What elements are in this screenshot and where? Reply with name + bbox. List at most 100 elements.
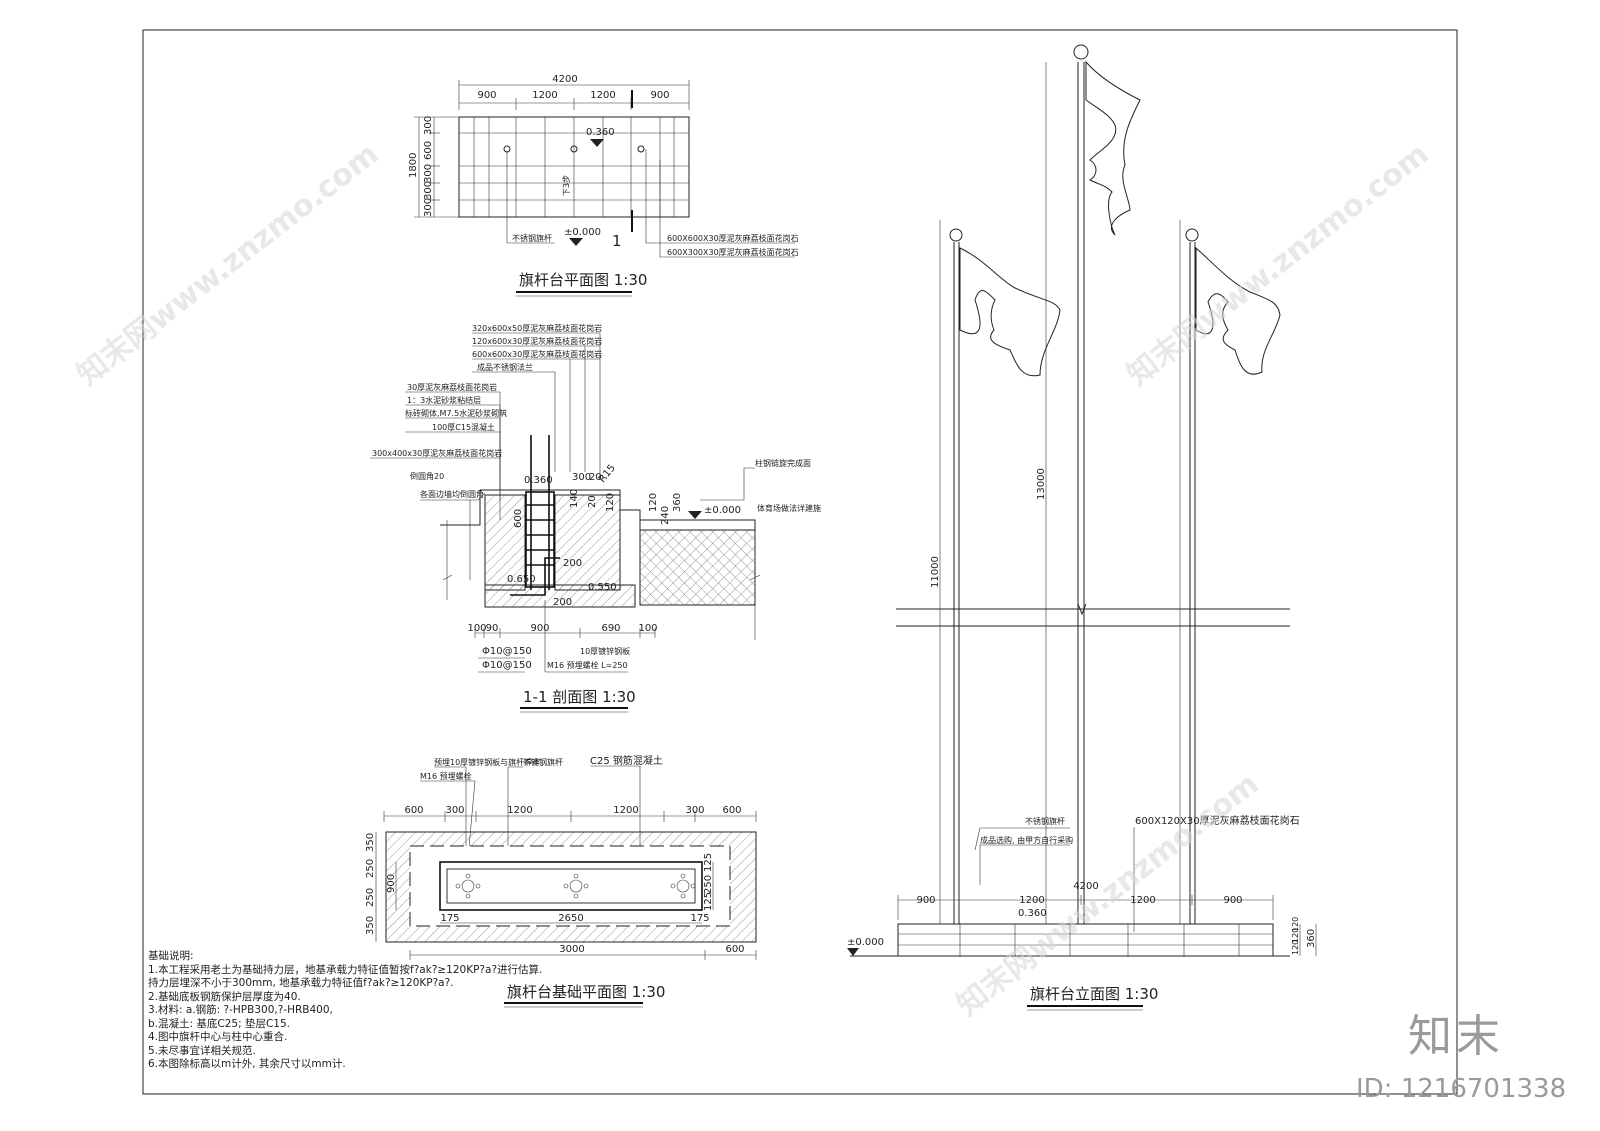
section-dim: 300 xyxy=(572,472,591,483)
notes-line: 3.材料: a.钢筋: ?-HPB300,?-HRB400, xyxy=(148,1004,333,1016)
section-dim: 120 xyxy=(648,493,659,512)
section-layer: 100厚C15混凝土 xyxy=(432,422,495,432)
plan-dim-top: 1200 xyxy=(590,90,615,101)
plan-elev-bottom: ±0.000 xyxy=(564,227,601,238)
plan-total-width: 4200 xyxy=(552,74,577,85)
plan-pole-label: 不锈钢旗杆 xyxy=(512,233,552,243)
section-dim: 600 xyxy=(513,509,524,528)
section-title: 1-1 剖面图 1:30 xyxy=(523,688,636,706)
elevation-right-dim: 120 xyxy=(1291,928,1300,943)
plan-elev-top: 0.360 xyxy=(586,127,615,138)
foundation-bottom-dim: 3000 xyxy=(559,944,584,955)
notes-line: 5.未尽事宜详相关规范. xyxy=(148,1044,256,1057)
section-bottom-dim: 100 xyxy=(638,623,657,634)
section-rebar: Φ10@150 xyxy=(482,646,532,657)
rebar-cage xyxy=(510,435,560,596)
flag-pole xyxy=(949,228,1061,924)
section-elev: 0.550 xyxy=(588,582,617,593)
section-mark: 1 xyxy=(612,232,622,250)
section-elev: ±0.000 xyxy=(704,505,741,516)
flag-pole xyxy=(1073,44,1141,924)
foundation-dim-top: 300 xyxy=(685,805,704,816)
plan-dim-left: 300 xyxy=(423,116,434,135)
section-layer: 标砖砌体,M7.5水泥砂浆砌筑 xyxy=(405,408,507,418)
section-dim: 120 xyxy=(605,493,616,512)
section-bottom-dim: 100 xyxy=(467,623,486,634)
elevation-dim: 1200 xyxy=(1019,895,1044,906)
section-dim: 20 xyxy=(587,495,598,508)
foundation-dim-top: 600 xyxy=(722,805,741,816)
section-layer: 600x600x30厚泥灰麻荔枝面花岗岩 xyxy=(472,349,602,359)
foundation-label: 不锈钢旗杆 xyxy=(523,757,563,767)
section-layer: 1：3水泥砂浆粘结层 xyxy=(407,395,481,405)
plan-dim-top: 900 xyxy=(650,90,669,101)
plan-title: 旗杆台平面图 1:30 xyxy=(519,271,647,289)
sheet-frame xyxy=(142,29,1458,1095)
foundation-dim-top: 1200 xyxy=(613,805,638,816)
elevation-ground: ±0.000 xyxy=(847,937,884,948)
elevation-pole-note: 成品选购, 由甲方自行采购 xyxy=(980,835,1073,845)
foundation-dim-top: 300 xyxy=(445,805,464,816)
anchor-bolt-icon xyxy=(455,873,696,899)
section-note: 柱钢链旋完成面 xyxy=(755,458,811,468)
foundation-bottom-dim: 600 xyxy=(725,944,744,955)
elevation-right-dim: 120 xyxy=(1291,917,1300,932)
foundation-dim-right: 125 xyxy=(703,892,714,911)
foundation-dim-left: 250 xyxy=(365,859,376,878)
foundation-dim-top: 600 xyxy=(404,805,423,816)
elevation-height: 11000 xyxy=(930,556,941,588)
elevation-right-total: 360 xyxy=(1306,929,1317,948)
foundation-label: 预埋10厚镀锌钢板与旗杆焊牢 xyxy=(434,757,540,767)
plan-dim-top: 1200 xyxy=(532,90,557,101)
section-dim: 140 xyxy=(569,489,580,508)
foundation-inner-dim: 2650 xyxy=(558,913,583,924)
pole-mark xyxy=(503,145,511,153)
section-wall-left xyxy=(484,494,526,591)
elevation-dim: 900 xyxy=(916,895,935,906)
section-dim: 240 xyxy=(660,506,671,525)
elevation-dim: 1200 xyxy=(1130,895,1155,906)
brand-logo: 知末 xyxy=(1408,1011,1504,1062)
section-bottom-dim: 90 xyxy=(486,623,499,634)
section-note: 体育场做法详建施 xyxy=(757,503,821,513)
notes-title: 基础说明: xyxy=(148,950,194,962)
foundation-dim-right: 250 xyxy=(703,875,714,894)
foundation-dim-top: 1200 xyxy=(507,805,532,816)
section-layer: 300x400x30厚泥灰麻荔枝面花岗岩 xyxy=(372,448,502,458)
elevation-marker-icon xyxy=(569,238,583,246)
foundation-dim-left: 250 xyxy=(365,888,376,907)
section-layer: 成品不锈钢法兰 xyxy=(477,362,533,372)
notes-line: 2.基础底板钢筋保护层厚度为40. xyxy=(148,990,301,1003)
plan-callout: 600X300X30厚泥灰麻荔枝面花岗石 xyxy=(667,247,799,257)
notes-line: 4.图中旗杆中心与柱中心重合. xyxy=(148,1031,288,1043)
section-layer: 30厚泥灰麻荔枝面花岗岩 xyxy=(407,382,497,392)
plan-view: 4200 900 1200 1200 900 0.360 下3步 1 xyxy=(408,74,799,297)
notes-line: 持力层埋深不小于300mm, 地基承载力特征值f?ak?≥120KP?a?. xyxy=(148,977,454,989)
foundation-inner-dim: 175 xyxy=(690,913,709,924)
notes-line: 6.本图除标高以m计外, 其余尺寸以mm计. xyxy=(148,1058,346,1070)
plan-callout: 600X600X30厚泥灰麻荔枝面花岗石 xyxy=(667,233,799,243)
section-note: 各面边墙均倒圆角 xyxy=(420,489,484,499)
plan-dim-top: 900 xyxy=(477,90,496,101)
elevation-title: 旗杆台立面图 1:30 xyxy=(1030,985,1158,1003)
elevation-marker-icon xyxy=(847,948,859,956)
section-dim: 360 xyxy=(672,493,683,512)
elevation-right-dim: 120 xyxy=(1291,940,1300,955)
elevation-marker-icon xyxy=(688,511,702,519)
section-bottom-dim: 900 xyxy=(530,623,549,634)
section-dim: 20 xyxy=(589,472,602,483)
elevation-stone: 600X120X30厚泥灰麻荔枝面花岗石 xyxy=(1135,814,1300,827)
notes-line: 1.本工程采用老土为基础持力层，地基承载力特征值暂按f?ak?≥120KP?a?… xyxy=(148,963,543,976)
foundation-plate xyxy=(439,861,703,911)
plan-dim-left: 300 xyxy=(423,164,434,183)
plan-total-height: 1800 xyxy=(408,153,419,178)
elevation-view: ±0.000 13000 11000 不锈钢旗杆 成品选购, 由甲方自行采购 xyxy=(847,44,1317,1011)
section-elev: 0.360 xyxy=(524,475,553,486)
foundation-label: C25 钢筋混凝土 xyxy=(590,754,663,767)
elevation-height: 13000 xyxy=(1036,468,1047,500)
section-dim: 200 xyxy=(553,597,572,608)
plan-dim-left: 300 xyxy=(423,181,434,200)
foundation-label: M16 预埋螺栓 xyxy=(420,771,472,781)
section-rebar: Φ10@150 xyxy=(482,660,532,671)
